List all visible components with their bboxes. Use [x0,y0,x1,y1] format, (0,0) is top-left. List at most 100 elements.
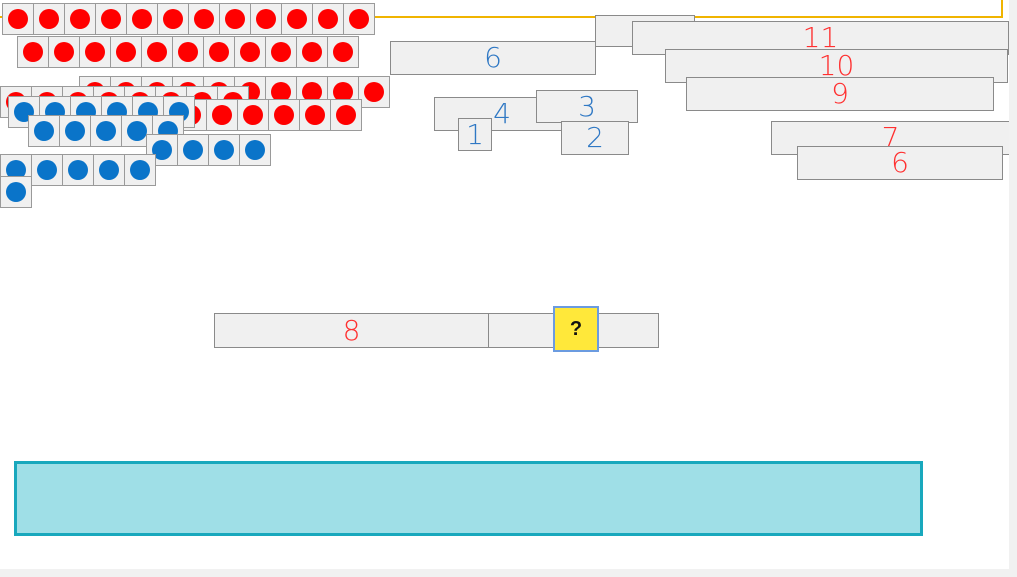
dot-cell [93,154,125,186]
blue-dot-icon [183,140,203,160]
red-dot-strip[interactable] [17,36,359,68]
red-dot-icon [287,9,307,29]
dot-cell [157,3,189,35]
dot-cell [265,36,297,68]
red-dot-icon [364,82,384,102]
dot-cell [268,99,300,131]
dot-cell [59,115,91,147]
red-dot-icon [163,9,183,29]
red-dot-icon [147,42,167,62]
dot-cell [343,3,375,35]
dot-cell [64,3,96,35]
rod-label: 1 [466,117,484,151]
dot-cell [31,154,63,186]
question-label: ? [569,317,583,340]
red-dot-icon [8,9,28,29]
known-part-rod: 8 [214,313,489,348]
dot-cell [110,36,142,68]
dot-cell [126,3,158,35]
number-rod-blue-six[interactable]: 6 [390,41,596,75]
dot-cell [0,176,32,208]
red-dot-icon [116,42,136,62]
answer-drop-area[interactable] [14,461,923,536]
dot-cell [62,154,94,186]
dot-cell [172,36,204,68]
dot-cell [239,134,271,166]
number-rod-blue-three[interactable]: 3 [536,90,638,123]
blue-dot-icon [127,121,147,141]
red-dot-icon [274,105,294,125]
red-dot-icon [39,9,59,29]
dot-cell [299,99,331,131]
number-rod-blue-two[interactable]: 2 [561,121,629,155]
rod-label: 3 [578,89,596,123]
rod-label: 9 [831,77,849,110]
dot-cell [17,36,49,68]
red-dot-icon [85,42,105,62]
red-dot-icon [318,9,338,29]
red-dot-icon [132,9,152,29]
rod-label: 7 [881,121,900,154]
red-dot-icon [194,9,214,29]
blue-dot-icon [130,160,150,180]
red-dot-icon [349,9,369,29]
rod-label: 10 [818,49,855,82]
dot-cell [206,99,238,131]
dot-cell [327,36,359,68]
blue-dot-icon [37,160,57,180]
red-dot-icon [256,9,276,29]
blue-dot-icon [6,182,26,202]
dot-cell [2,3,34,35]
dot-cell [250,3,282,35]
blue-dot-icon [65,121,85,141]
rod-label: 6 [484,41,502,74]
right-scroll-edge [1009,0,1017,577]
blue-dot-icon [34,121,54,141]
blue-dot-strip[interactable] [146,134,271,166]
blue-dot-icon [96,121,116,141]
rod-label: 11 [802,21,839,54]
blue-dot-strip[interactable] [0,154,156,186]
number-rod-red-six[interactable]: 6 [797,146,1003,180]
dot-cell [48,36,80,68]
bottom-scroll-edge [0,569,1017,577]
red-dot-icon [54,42,74,62]
known-part-label: 8 [342,313,361,347]
dot-cell [141,36,173,68]
dot-cell [124,154,156,186]
red-dot-icon [212,105,232,125]
dot-cell [33,3,65,35]
dot-cell [330,99,362,131]
dot-cell [358,76,390,108]
number-rod-red-nine[interactable]: 9 [686,77,994,111]
dot-cell [234,36,266,68]
red-dot-icon [178,42,198,62]
red-dot-icon [302,82,322,102]
question-mark-box[interactable]: ? [553,306,599,352]
red-dot-icon [271,42,291,62]
red-dot-icon [305,105,325,125]
dot-cell [312,3,344,35]
dot-cell [219,3,251,35]
blue-dot-strip[interactable] [0,176,32,208]
red-dot-icon [209,42,229,62]
blue-dot-icon [152,140,172,160]
dot-cell [208,134,240,166]
red-dot-icon [302,42,322,62]
red-dot-strip[interactable] [2,3,375,35]
red-dot-icon [333,42,353,62]
red-dot-icon [23,42,43,62]
blue-dot-icon [68,160,88,180]
dot-cell [296,36,328,68]
red-dot-icon [240,42,260,62]
rod-label: 2 [586,121,604,154]
dot-cell [281,3,313,35]
red-dot-strip[interactable] [175,99,362,131]
red-dot-icon [70,9,90,29]
blue-dot-icon [245,140,265,160]
dot-cell [177,134,209,166]
red-dot-icon [333,82,353,102]
red-dot-icon [101,9,121,29]
number-rod-blue-one[interactable]: 1 [458,118,492,151]
